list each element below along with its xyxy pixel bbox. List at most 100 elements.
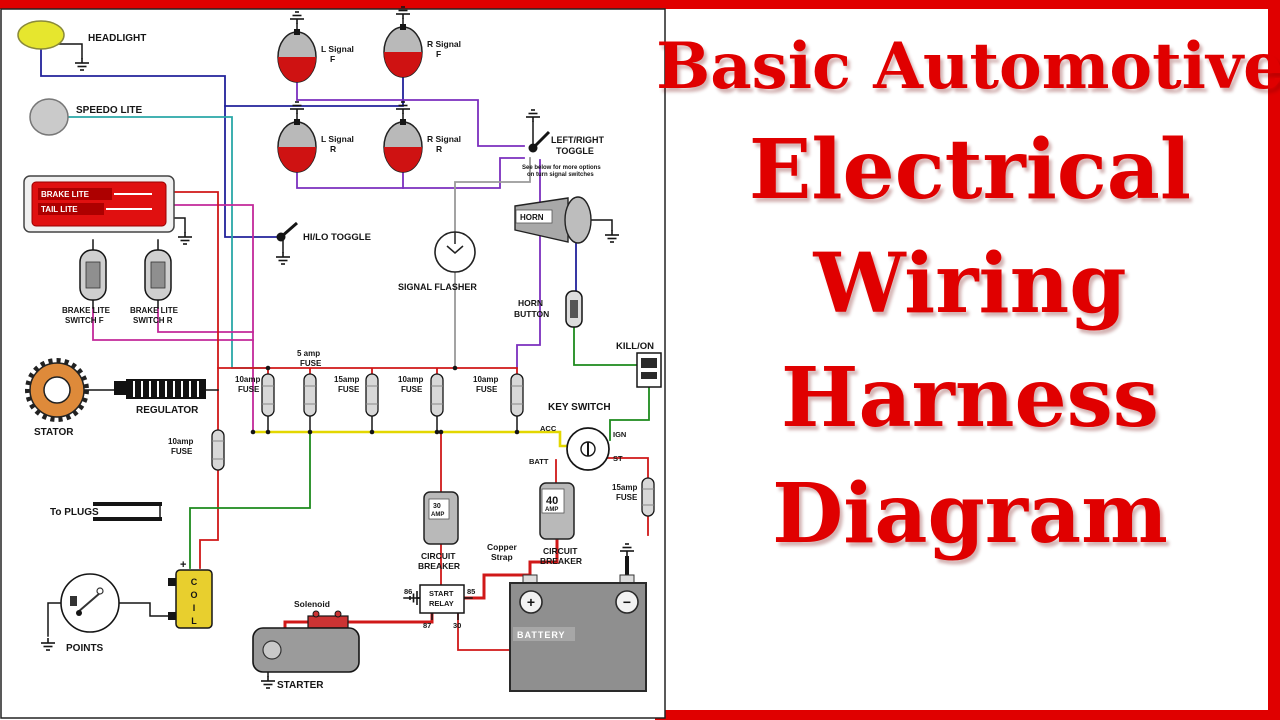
wire-red-trunk [172, 191, 219, 431]
wire-toggle-fuse [516, 159, 541, 369]
horn-button-component: HORN BUTTON [514, 290, 583, 328]
wire-relay30-battery [457, 613, 513, 651]
circuit-breaker-30-component: 30 AMP CIRCUIT BREAKER [418, 491, 460, 571]
toggle-note-line2: on turn signal switches [527, 172, 594, 178]
fuse-15a-label: 15amp [334, 375, 359, 384]
l-signal-r-component: L Signal R [277, 119, 354, 173]
breaker30-amp-unit: AMP [431, 512, 444, 518]
points-label: POINTS [66, 643, 104, 654]
regulator-component: REGULATOR [114, 379, 206, 416]
red-frame-right [1268, 0, 1280, 720]
wire-horn-ground [590, 219, 613, 231]
fuse-10-trunk-component: 10amp FUSE [168, 429, 225, 471]
wire-yellow-bus [253, 430, 568, 448]
wire-bus-coil-green [189, 431, 311, 569]
tail-lite-label: TAIL LITE [41, 205, 78, 214]
horn-label: HORN [520, 213, 544, 222]
red-frame-top [0, 0, 1280, 9]
relay-pin-30: 30 [453, 621, 461, 630]
starter-label: STARTER [277, 680, 324, 691]
brake-switch-f-label: BRAKE LITE [62, 306, 111, 315]
battery-label: BATTERY [517, 630, 566, 640]
left-right-toggle-label: LEFT/RIGHT [551, 135, 604, 145]
r-signal-r-component: R Signal R [383, 119, 461, 173]
title-line-2: Electrical [748, 122, 1192, 218]
l-signal-f-label: L Signal [321, 44, 354, 54]
fuse-10b-component: 10amp FUSE [398, 373, 444, 433]
fuse-5-label2: FUSE [300, 359, 322, 368]
title-block: Basic Automotive Electrical Wiring Harne… [656, 9, 1280, 710]
wire-points-ground [47, 602, 62, 637]
wire-brakeswitchr [157, 307, 254, 333]
copper-strap-label2: Strap [491, 552, 513, 562]
key-switch-label: KEY SWITCH [548, 402, 611, 413]
key-ign-label: IGN [613, 430, 626, 439]
title-line-1: Basic Automotive [656, 29, 1280, 104]
speedo-lite-component: SPEEDO LITE [29, 98, 142, 136]
junction-dot [452, 365, 458, 371]
l-signal-f-label2: F [330, 54, 335, 64]
coil-letter-l: L [191, 616, 197, 626]
fuse-15b-label: 15amp [612, 483, 637, 492]
r-signal-f-label2: F [436, 49, 441, 59]
wire-headlight-hilo [40, 48, 278, 238]
horn-button-label: HORN [518, 298, 543, 308]
brake-switch-r-component: BRAKE LITE SWITCH R [130, 249, 179, 325]
battery-component: + − BATTERY [509, 574, 647, 692]
start-relay-label2: RELAY [429, 599, 454, 608]
fuse-10a-label: 10amp [235, 375, 260, 384]
fuse-10b-label: 10amp [398, 375, 423, 384]
fuse-5-component: 5 amp FUSE [297, 349, 322, 433]
r-signal-f-label: R Signal [427, 39, 461, 49]
wire-kill-key [609, 386, 650, 441]
left-right-toggle-component: LEFT/RIGHT TOGGLE See below for more opt… [522, 130, 604, 178]
l-signal-f-component: L Signal F [277, 29, 354, 83]
wire-red-fuse-feed [217, 367, 518, 375]
key-switch-component: KEY SWITCH ACC IGN BATT ST [529, 402, 626, 471]
breaker30-label1: CIRCUIT [421, 551, 456, 561]
breaker30-amp-value: 30 [433, 503, 441, 510]
wire-hornbutton-kill [573, 326, 639, 366]
wire-red-coil [199, 469, 219, 569]
wire-brakeswitchf [92, 307, 254, 341]
key-batt-label: BATT [529, 457, 549, 466]
fuse-10-trunk-label2: FUSE [171, 447, 193, 456]
fuse-10a-label2: FUSE [238, 385, 260, 394]
to-plugs-label: To PLUGS [50, 507, 99, 518]
starter-component: STARTER [252, 627, 360, 691]
brake-lite-label: BRAKE LITE [41, 190, 90, 199]
breaker40-amp-unit: AMP [545, 507, 558, 513]
wiring-diagram: HEADLIGHT SPEEDO LITE BRAKE LITE TAIL LI… [0, 6, 666, 719]
r-signal-r-label: R Signal [427, 134, 461, 144]
stator-label: STATOR [34, 427, 74, 438]
start-relay-label1: START [429, 589, 454, 598]
title-line-3: Wiring [813, 236, 1127, 332]
coil-plus-label: + [180, 559, 186, 571]
wire-battery-relay85 [464, 573, 532, 600]
breaker30-label2: BREAKER [418, 561, 460, 571]
wire-points-coil [118, 602, 169, 617]
signal-flasher-component: SIGNAL FLASHER [398, 231, 477, 292]
signal-flasher-label: SIGNAL FLASHER [398, 282, 477, 292]
wire-key-fuse15 [607, 457, 649, 479]
wire-taillite-bus [172, 204, 254, 433]
start-relay-component: START RELAY 86 85 87 30 [404, 584, 475, 630]
kill-on-component: KILL/ON [616, 341, 662, 388]
horn-component: HORN [514, 196, 592, 244]
fuse-10b-label2: FUSE [401, 385, 423, 394]
wire-headlight-ground [57, 43, 83, 59]
title-line-4: Harness [781, 350, 1159, 446]
l-signal-r-label: L Signal [321, 134, 354, 144]
breaker40-amp-value: 40 [546, 495, 558, 507]
brake-switch-f-component: BRAKE LITE SWITCH F [62, 249, 111, 325]
breaker40-label1: CIRCUIT [543, 546, 578, 556]
brake-tail-lite-component: BRAKE LITE TAIL LITE [23, 175, 175, 233]
l-signal-r-label2: R [330, 144, 336, 154]
battery-plus-terminal: + [527, 594, 535, 610]
headlight-label: HEADLIGHT [88, 33, 146, 44]
junction-dot [438, 429, 444, 435]
kill-on-label: KILL/ON [616, 341, 654, 352]
fuse-10c-label: 10amp [473, 375, 498, 384]
fuse-15b-label2: FUSE [616, 493, 638, 502]
